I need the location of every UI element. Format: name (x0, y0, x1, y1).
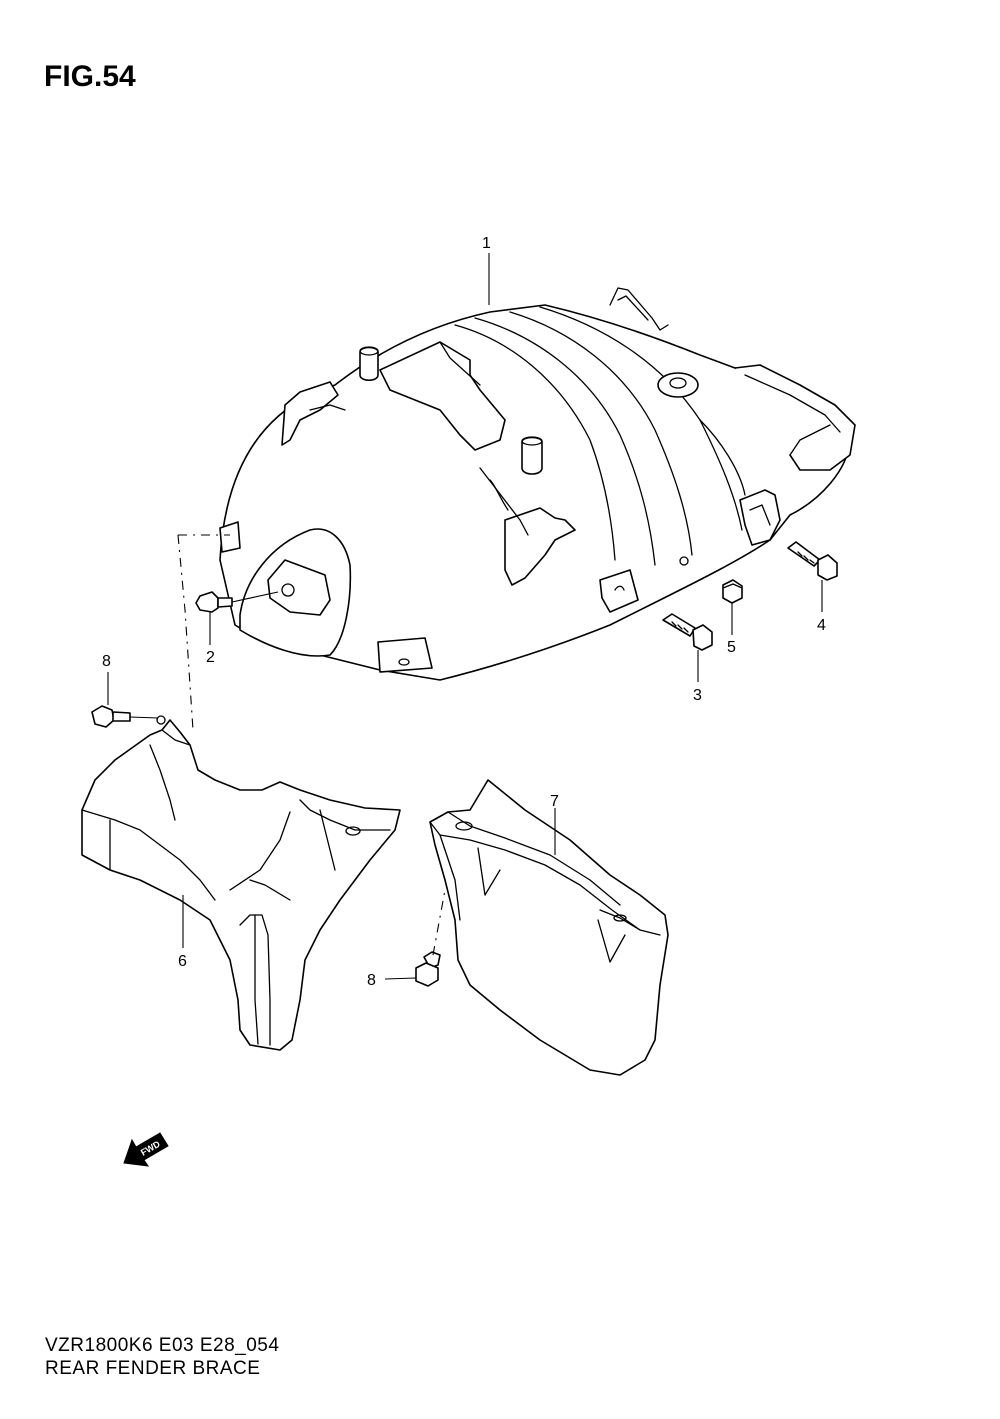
model-code: VZR1800K6 E03 E28_054 (45, 1335, 280, 1356)
bolt-part-4[interactable] (787, 541, 838, 612)
callout-2: 2 (206, 649, 215, 666)
section-name: REAR FENDER BRACE (45, 1358, 261, 1379)
bolt-part-3[interactable] (662, 613, 713, 682)
callout-3: 3 (693, 687, 702, 704)
callout-8-lower: 8 (367, 972, 376, 989)
alignment-line-lower (432, 889, 446, 956)
fwd-arrow-icon: FWD (123, 1132, 169, 1167)
bolt-part-2[interactable] (195, 591, 279, 645)
callout-1: 1 (482, 235, 491, 252)
brace-part-7[interactable] (429, 779, 669, 1076)
alignment-line-left (177, 534, 230, 731)
rear-fender-part-1[interactable] (219, 287, 856, 681)
callout-7: 7 (550, 793, 559, 810)
nut-part-5[interactable] (722, 579, 743, 635)
callout-8-upper: 8 (102, 653, 111, 670)
callout-5: 5 (727, 639, 736, 656)
callout-6: 6 (178, 953, 187, 970)
callout-4: 4 (817, 617, 826, 634)
bolt-part-8-upper[interactable] (91, 672, 159, 728)
bolt-part-8-lower[interactable] (384, 951, 441, 987)
figure-title: FIG.54 (44, 60, 136, 93)
brace-part-6[interactable] (81, 715, 401, 1051)
